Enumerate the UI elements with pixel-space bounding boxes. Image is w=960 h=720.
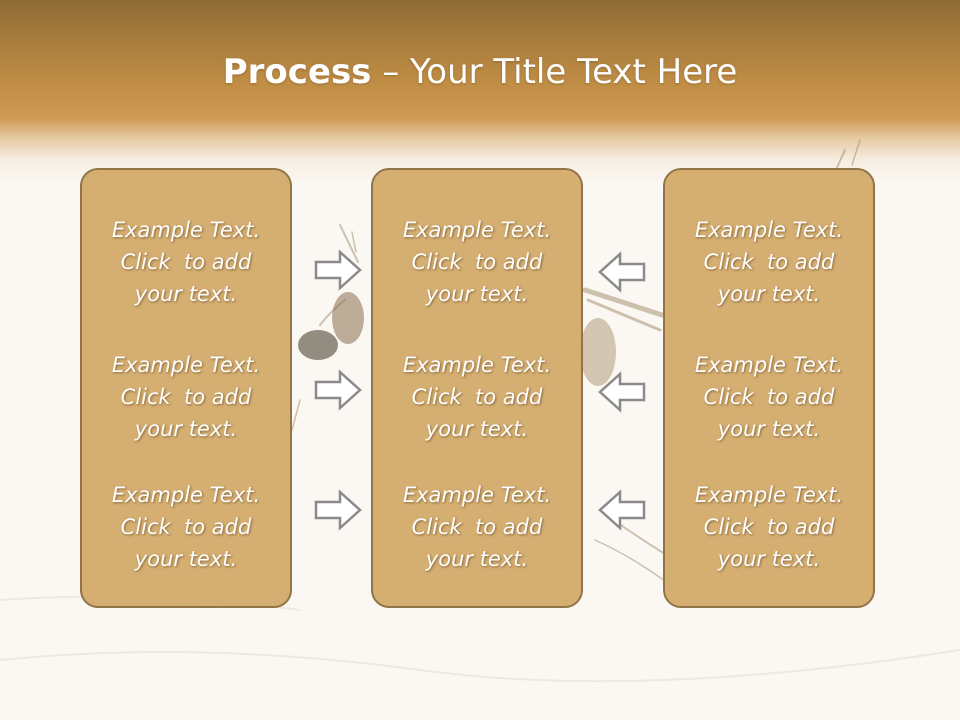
text-line: Click to add [120,515,252,539]
text-line: Click to add [411,250,543,274]
text-line: Example Text. [111,483,261,507]
arrow-right-icon [314,489,362,531]
panel-right[interactable]: Example Text. Click to add your text. Ex… [663,168,875,608]
text-line: Click to add [703,250,835,274]
text-line: your text. [425,282,529,306]
placeholder-text-block[interactable]: Example Text. Click to add your text. [373,349,581,445]
title-rest: – Your Title Text Here [371,52,738,92]
panel-left[interactable]: Example Text. Click to add your text. Ex… [80,168,292,608]
header-band [0,0,960,180]
arrow-right-icon [314,369,362,411]
arrow-left-icon [598,371,646,413]
text-line: Click to add [703,385,835,409]
title-bold: Process [222,52,372,92]
text-line: Example Text. [694,218,844,242]
text-line: Click to add [120,250,252,274]
text-line: your text. [717,547,821,571]
text-line: Example Text. [111,218,261,242]
text-line: your text. [425,417,529,441]
text-line: your text. [134,282,238,306]
panel-center[interactable]: Example Text. Click to add your text. Ex… [371,168,583,608]
placeholder-text-block[interactable]: Example Text. Click to add your text. [82,349,290,445]
placeholder-text-block[interactable]: Example Text. Click to add your text. [665,349,873,445]
placeholder-text-block[interactable]: Example Text. Click to add your text. [665,479,873,575]
text-line: Example Text. [402,483,552,507]
placeholder-text-block[interactable]: Example Text. Click to add your text. [373,214,581,310]
text-line: Example Text. [111,353,261,377]
text-line: your text. [717,417,821,441]
text-line: Click to add [703,515,835,539]
text-line: your text. [134,417,238,441]
text-line: Example Text. [402,218,552,242]
placeholder-text-block[interactable]: Example Text. Click to add your text. [82,214,290,310]
arrow-left-icon [598,489,646,531]
text-line: Example Text. [694,353,844,377]
arrow-right-icon [314,249,362,291]
text-line: Click to add [120,385,252,409]
text-line: Example Text. [402,353,552,377]
slide-title[interactable]: Process – Your Title Text Here [0,52,960,92]
placeholder-text-block[interactable]: Example Text. Click to add your text. [665,214,873,310]
text-line: Click to add [411,385,543,409]
text-line: Click to add [411,515,543,539]
text-line: your text. [717,282,821,306]
text-line: your text. [134,547,238,571]
arrow-left-icon [598,251,646,293]
placeholder-text-block[interactable]: Example Text. Click to add your text. [373,479,581,575]
placeholder-text-block[interactable]: Example Text. Click to add your text. [82,479,290,575]
text-line: your text. [425,547,529,571]
text-line: Example Text. [694,483,844,507]
